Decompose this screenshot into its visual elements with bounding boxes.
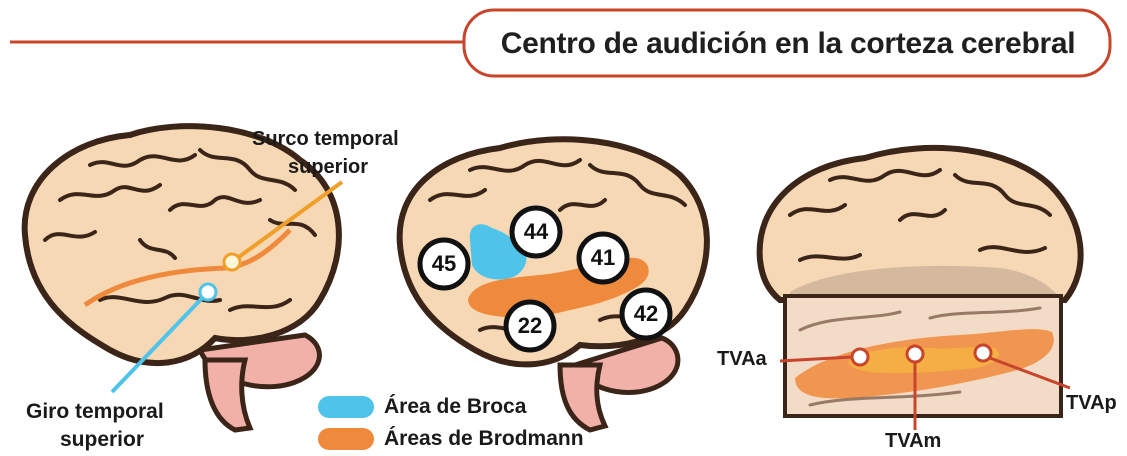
- cerebrum-1: [21, 123, 342, 367]
- gyri-1: [43, 148, 317, 312]
- area-42-circle: [619, 287, 673, 341]
- gyrus-label-line1: Giro temporal: [26, 400, 164, 423]
- tvaa-label: TVAa: [717, 348, 767, 370]
- page-title: Centro de audición en la corteza cerebra…: [500, 27, 1076, 60]
- tvap-pointer: [989, 356, 1071, 390]
- area-42-label: 42: [633, 301, 659, 326]
- broca-area: [469, 224, 527, 280]
- brain-left: [21, 123, 344, 433]
- gyrus-marker: [198, 282, 218, 302]
- gyrus-pointer: [110, 290, 210, 394]
- tvap-label: TVAp: [1066, 392, 1117, 414]
- brainstem-2: [557, 362, 609, 433]
- tvam-label: TVAm: [885, 430, 942, 452]
- brain-right: [756, 144, 1084, 430]
- temporal-yellow: [848, 347, 999, 374]
- tvam-marker: [905, 344, 925, 364]
- gyri-3: [788, 168, 1052, 262]
- gyri-2: [428, 158, 687, 334]
- area-44-label: 44: [523, 219, 549, 244]
- brainstem-1: [202, 357, 254, 433]
- cerebrum-3: [756, 144, 1084, 303]
- sulcus-line: [83, 228, 292, 308]
- gyrus-label-line2: superior: [60, 428, 145, 451]
- area-22-circle: [503, 299, 557, 353]
- title-pill: [462, 8, 1112, 78]
- tvaa-pointer: [779, 355, 853, 363]
- area-44-circle: [509, 205, 563, 259]
- sulcus-label-line2: superior: [288, 156, 369, 178]
- sulcus-label-line1: Surco temporal: [252, 128, 399, 150]
- area-45-label: 45: [431, 251, 457, 276]
- area-22-label: 22: [517, 313, 543, 338]
- shadow-band: [790, 265, 1060, 298]
- tvaa-marker: [850, 347, 870, 367]
- area-41-label: 41: [590, 245, 616, 270]
- gyri-inset: [798, 306, 1042, 407]
- area-41-circle: [576, 231, 630, 285]
- legend-broca-label: Área de Broca: [384, 395, 527, 418]
- area-45-circle: [417, 237, 471, 291]
- sulcus-pointer: [230, 180, 344, 264]
- brain-middle: [396, 136, 710, 433]
- legend-brodmann-label: Áreas de Brodmann: [384, 427, 584, 450]
- legend-brodmann-swatch: [318, 428, 374, 450]
- sulcus-marker: [222, 252, 242, 272]
- tvap-marker: [973, 343, 993, 363]
- legend-broca-swatch: [318, 396, 374, 418]
